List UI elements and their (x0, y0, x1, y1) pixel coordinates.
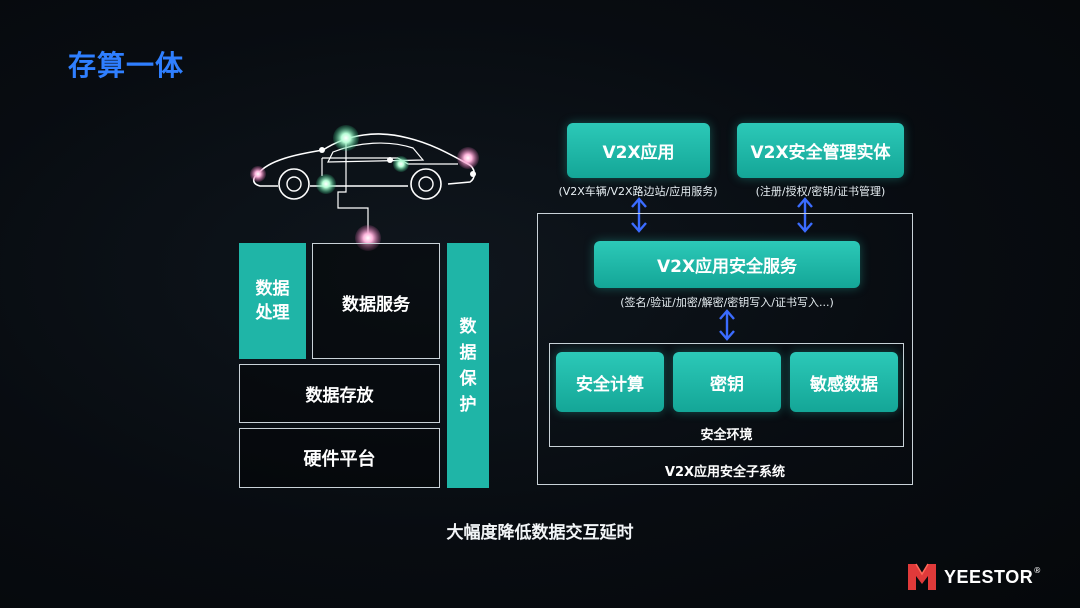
v2x-subsystem-frame (537, 213, 913, 485)
hardware-platform-block: 硬件平台 (239, 428, 440, 488)
sensitive-data-box: 敏感数据 (790, 352, 898, 412)
registered-mark: ® (1033, 566, 1042, 575)
arrow-app-to-service (631, 197, 647, 233)
data-processing-block: 数据 处理 (239, 243, 306, 359)
v2x-app-box: V2X应用 (567, 123, 710, 178)
data-service-block: 数据服务 (312, 243, 440, 359)
data-protection-block: 数 据 保 护 (447, 243, 489, 488)
yeestor-mark-icon (908, 563, 936, 590)
arrow-entity-to-service (797, 197, 813, 233)
secure-environment-label: 安全环境 (700, 428, 753, 443)
v2x-subsystem-label: V2X应用安全子系统 (664, 465, 786, 480)
v2x-security-entity-box: V2X安全管理实体 (737, 123, 904, 178)
data-storage-block: 数据存放 (239, 364, 440, 423)
secure-environment-frame (549, 343, 904, 447)
v2x-app-security-service-note: (签名/验证/加密/解密/密钥写入/证书写入...) (620, 296, 834, 309)
page-title: 存算一体 (68, 49, 185, 82)
v2x-security-entity-note: (注册/授权/密钥/证书管理) (755, 185, 886, 198)
car-illustration (250, 125, 479, 251)
v2x-app-note: (V2X车辆/V2X路边站/应用服务) (558, 185, 718, 198)
yeestor-logo: YEESTOR ® (906, 562, 1041, 592)
secure-compute-box: 安全计算 (556, 352, 664, 412)
arrow-service-to-env (719, 309, 735, 341)
caption: 大幅度降低数据交互延时 (446, 523, 634, 543)
logo-text: YEESTOR (944, 566, 1034, 587)
key-box: 密钥 (673, 352, 781, 412)
v2x-app-security-service-box: V2X应用安全服务 (594, 241, 860, 288)
data-protection-label: 数 据 保 护 (459, 316, 477, 415)
